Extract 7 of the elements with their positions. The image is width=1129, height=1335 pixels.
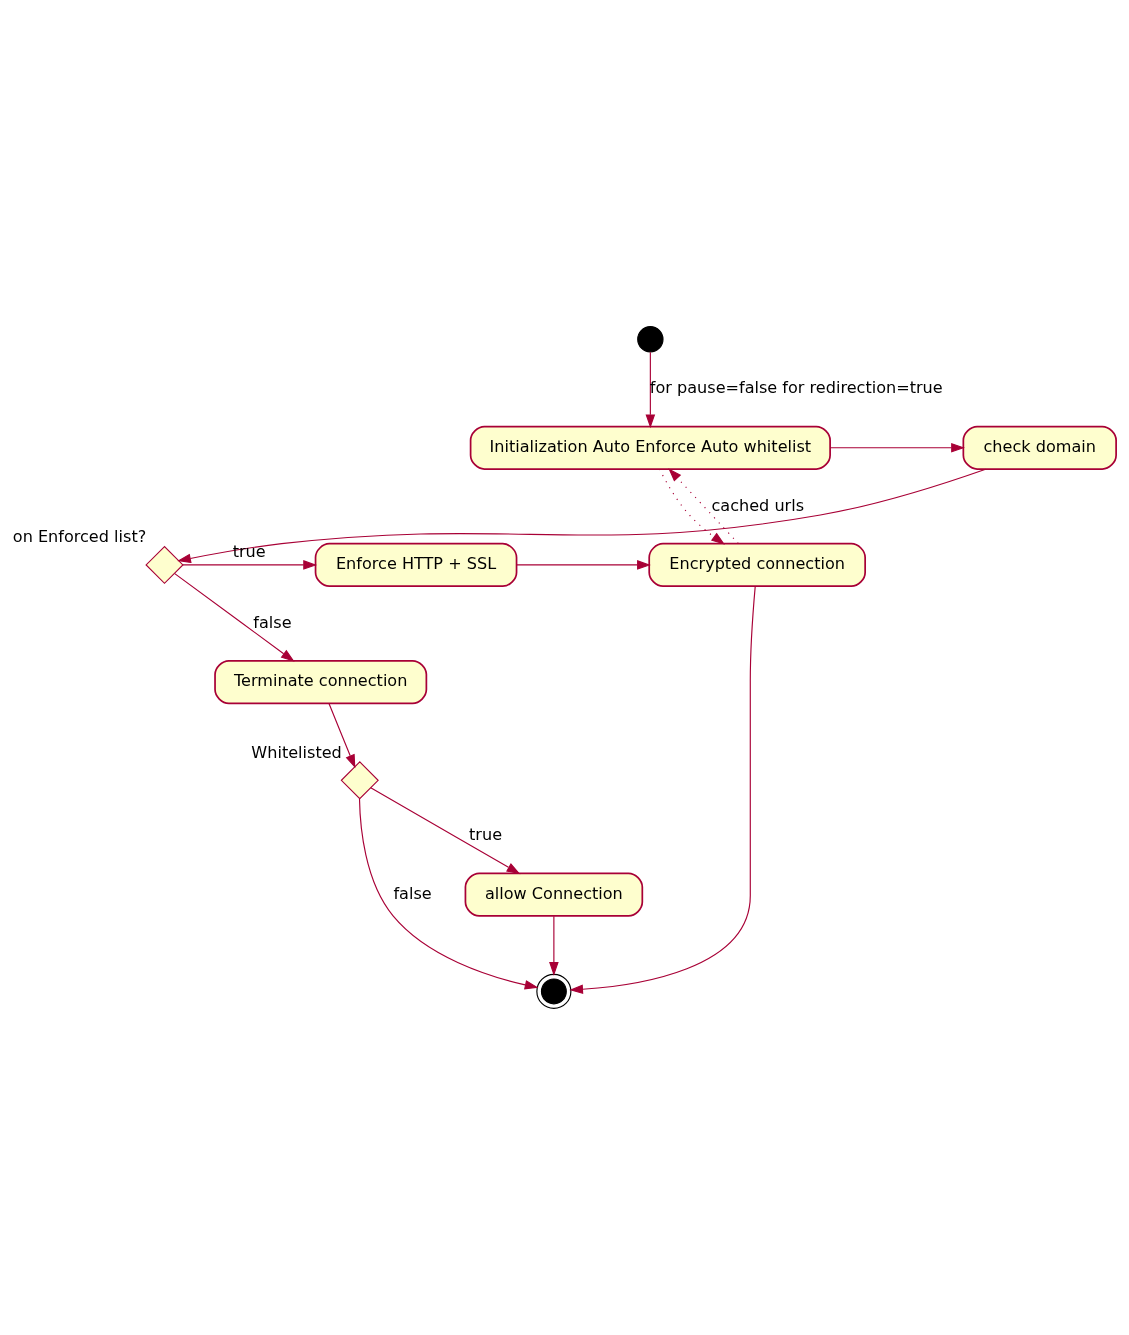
node-label: on Enforced list?	[12, 527, 147, 547]
edge-label: false	[253, 612, 292, 632]
edge-label: cached urls	[711, 495, 805, 515]
edge-label: true	[232, 542, 266, 562]
edge-label: false	[393, 883, 432, 903]
edge-label: true	[469, 825, 503, 845]
node-label: Whitelisted	[251, 742, 342, 762]
